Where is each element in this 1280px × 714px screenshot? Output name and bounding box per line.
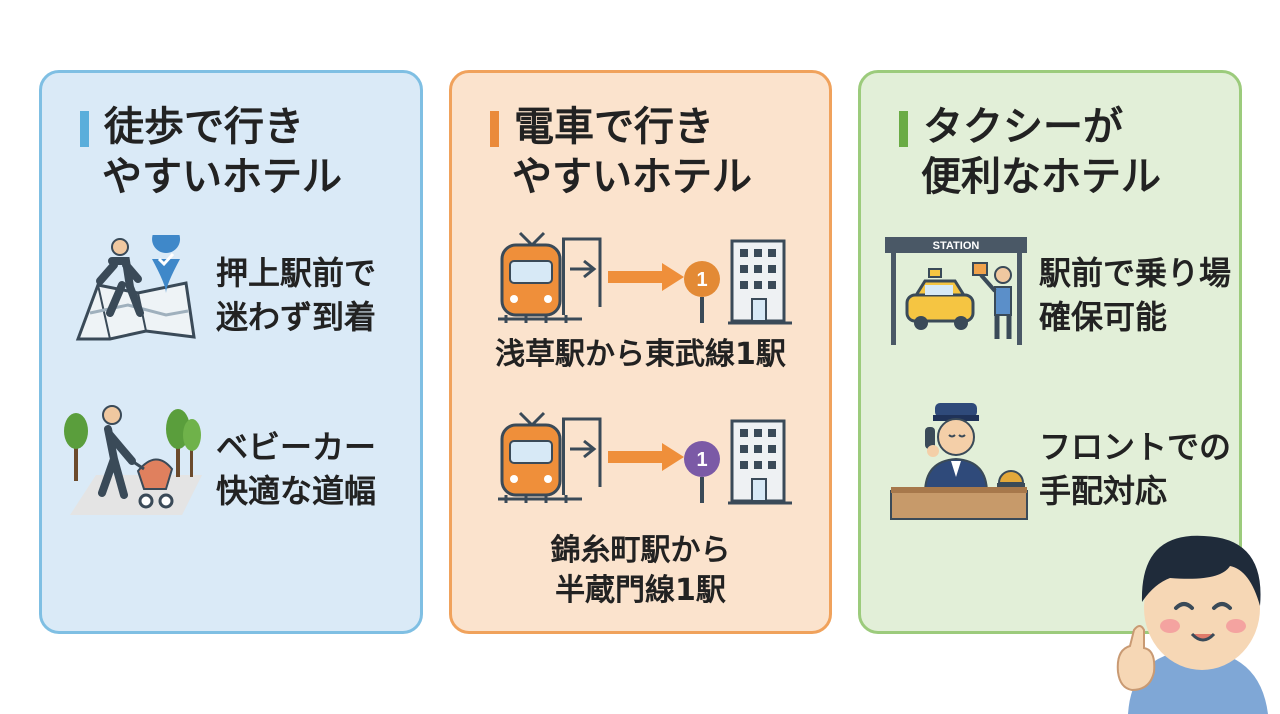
stop-2-number: 1 bbox=[696, 449, 707, 471]
walk-title-accent-bar bbox=[80, 111, 89, 147]
taxi-item-1: 駅前で乗り場 確保可能 bbox=[1039, 251, 1231, 339]
train-route-1-caption-line1: 浅草駅から東武線1駅 bbox=[495, 337, 786, 372]
taxi-title-accent-bar bbox=[899, 111, 908, 147]
taxi-item-2-line1: フロントでの bbox=[1039, 428, 1232, 466]
walking-map-icon bbox=[75, 235, 196, 341]
train-route-1-caption: 浅草駅から東武線1駅 bbox=[452, 335, 829, 375]
train-route-1-icon bbox=[498, 231, 684, 323]
taxi-item-1-line1: 駅前で乗り場 bbox=[1039, 254, 1232, 292]
walk-panel: 徒歩で行き やすいホテル 押上駅前で 迷わず到着 ベビーカー 快適な道幅 bbox=[39, 70, 423, 634]
train-title-line1: 電車で行き bbox=[514, 104, 714, 150]
stop-1-number: 1 bbox=[696, 269, 707, 291]
front-desk-icon bbox=[890, 403, 1028, 520]
hotel-building-2-icon bbox=[728, 419, 792, 505]
train-route-2-caption-line2: 半蔵門線1駅 bbox=[555, 573, 726, 608]
train-title-line2: やすいホテル bbox=[512, 154, 752, 200]
stop-2-marker: 1 bbox=[684, 441, 720, 503]
walk-item-2: ベビーカー 快適な道幅 bbox=[216, 425, 376, 513]
walk-item-1-line1: 押上駅前で bbox=[216, 254, 377, 292]
hotel-building-1-icon bbox=[728, 239, 792, 325]
walk-item-2-line2: 快適な道幅 bbox=[216, 472, 377, 510]
taxi-title-line2: 便利なホテル bbox=[921, 154, 1161, 200]
train-panel: 電車で行き やすいホテル 1 浅草駅から東武線1駅 bbox=[449, 70, 832, 634]
taxi-item-2: フロントでの 手配対応 bbox=[1039, 425, 1231, 513]
stroller-icon bbox=[64, 405, 202, 515]
train-title-accent-bar bbox=[490, 111, 499, 147]
taxi-title-line1: タクシーが bbox=[923, 104, 1123, 150]
taxi-item-2-line2: 手配対応 bbox=[1039, 472, 1168, 510]
taxi-panel: タクシーが 便利なホテル STATION 駅前で乗り場 確保可能 bbox=[858, 70, 1242, 634]
train-route-2-caption-line1: 錦糸町駅から bbox=[550, 533, 731, 568]
walk-item-1-line2: 迷わず到着 bbox=[216, 298, 377, 336]
thumbs-up-mascot bbox=[1116, 535, 1268, 714]
train-route-2-icon bbox=[498, 411, 684, 503]
taxi-item-1-line2: 確保可能 bbox=[1039, 298, 1168, 336]
walk-title-line2: やすいホテル bbox=[102, 154, 342, 200]
stop-1-marker: 1 bbox=[684, 261, 720, 323]
walk-title-line1: 徒歩で行き bbox=[104, 104, 304, 150]
walk-item-2-line1: ベビーカー bbox=[216, 428, 377, 466]
train-route-2-caption: 錦糸町駅から 半蔵門線1駅 bbox=[452, 531, 829, 611]
station-sign-text: STATION bbox=[933, 240, 980, 252]
walk-item-1: 押上駅前で 迷わず到着 bbox=[216, 251, 376, 339]
taxi-stand-icon: STATION bbox=[885, 237, 1027, 345]
